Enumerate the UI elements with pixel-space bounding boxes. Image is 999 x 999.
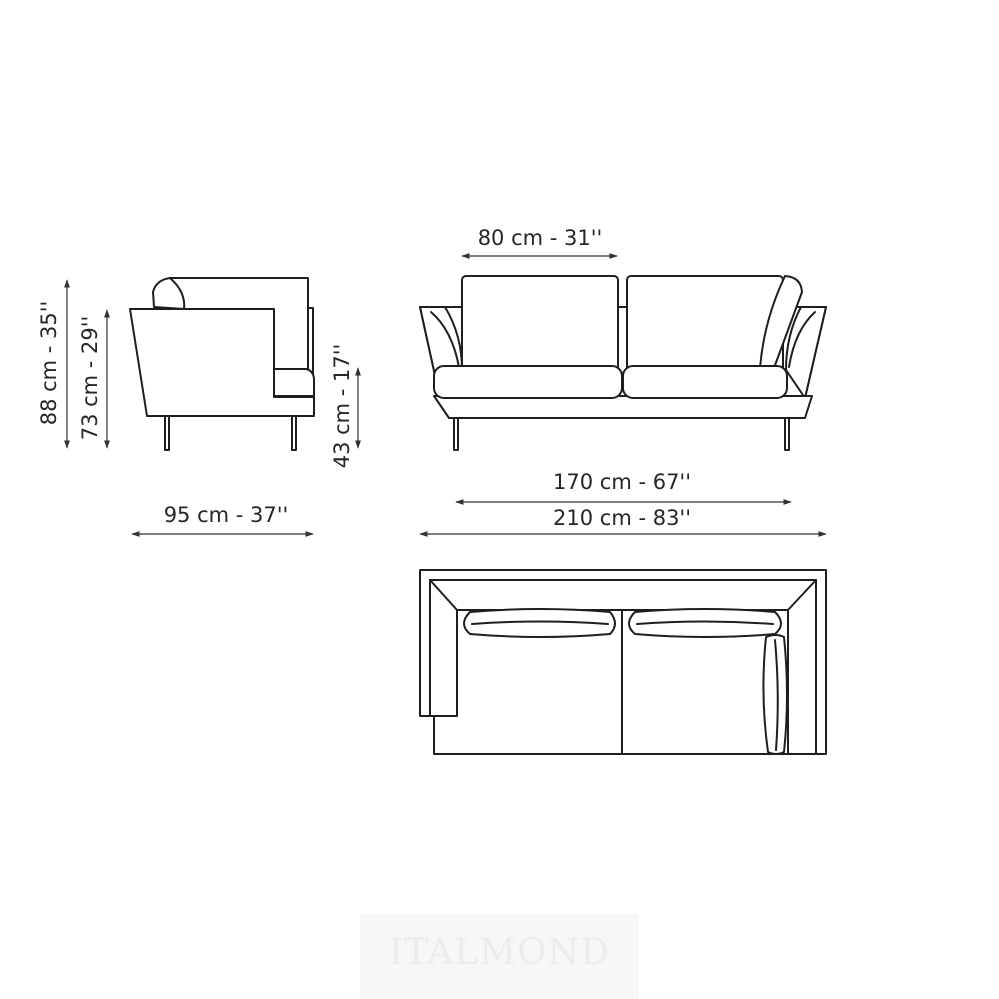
front-back-cushion-left (461, 275, 619, 373)
dimension-labels: 88 cm - 35'' 73 cm - 29'' 43 cm - 17'' 9… (37, 226, 691, 530)
top-back-cushion-right (628, 608, 782, 638)
front-seat-cushion-left (433, 365, 623, 399)
side-seat-cushion (273, 368, 315, 397)
front-arm-left-inner (430, 311, 460, 368)
dim-label-cushion-width: 80 cm - 31'' (478, 226, 603, 250)
side-view (129, 277, 315, 451)
watermark-text: ITALMOND (389, 932, 610, 973)
top-back-cushion-right-line (636, 620, 774, 625)
front-back-cushion-right (626, 275, 784, 373)
watermark-background (360, 914, 639, 999)
side-back-edge (307, 307, 314, 399)
front-seat-cushion-right (622, 365, 788, 399)
front-base (433, 395, 813, 419)
side-head-pillow (152, 277, 186, 310)
top-side-pillow-line (774, 639, 779, 751)
top-side-pillow (762, 634, 788, 755)
dim-label-depth: 95 cm - 37'' (164, 503, 289, 527)
side-leg-back (291, 415, 297, 451)
top-view (419, 569, 827, 755)
dim-label-total-height: 88 cm - 35'' (37, 301, 61, 426)
front-view (419, 275, 827, 451)
dimension-lines (64, 253, 827, 537)
top-backrest-bevel-right (787, 579, 817, 611)
front-leg-right (784, 417, 790, 451)
dim-label-seat-height: 43 cm - 17'' (330, 344, 354, 469)
front-arm-right-inner (788, 311, 816, 368)
side-body (129, 308, 315, 417)
dim-label-armrest-height: 73 cm - 29'' (78, 316, 102, 441)
top-back-cushion-left-line (471, 620, 609, 625)
dim-label-total-width: 210 cm - 83'' (553, 506, 691, 530)
top-backrest-bevel-left (429, 579, 458, 611)
top-seat (433, 609, 789, 755)
top-back-cushion-left (463, 608, 616, 638)
dim-label-inner-width: 170 cm - 67'' (553, 470, 691, 494)
front-leg-left (453, 417, 459, 451)
side-leg-front (164, 415, 170, 451)
